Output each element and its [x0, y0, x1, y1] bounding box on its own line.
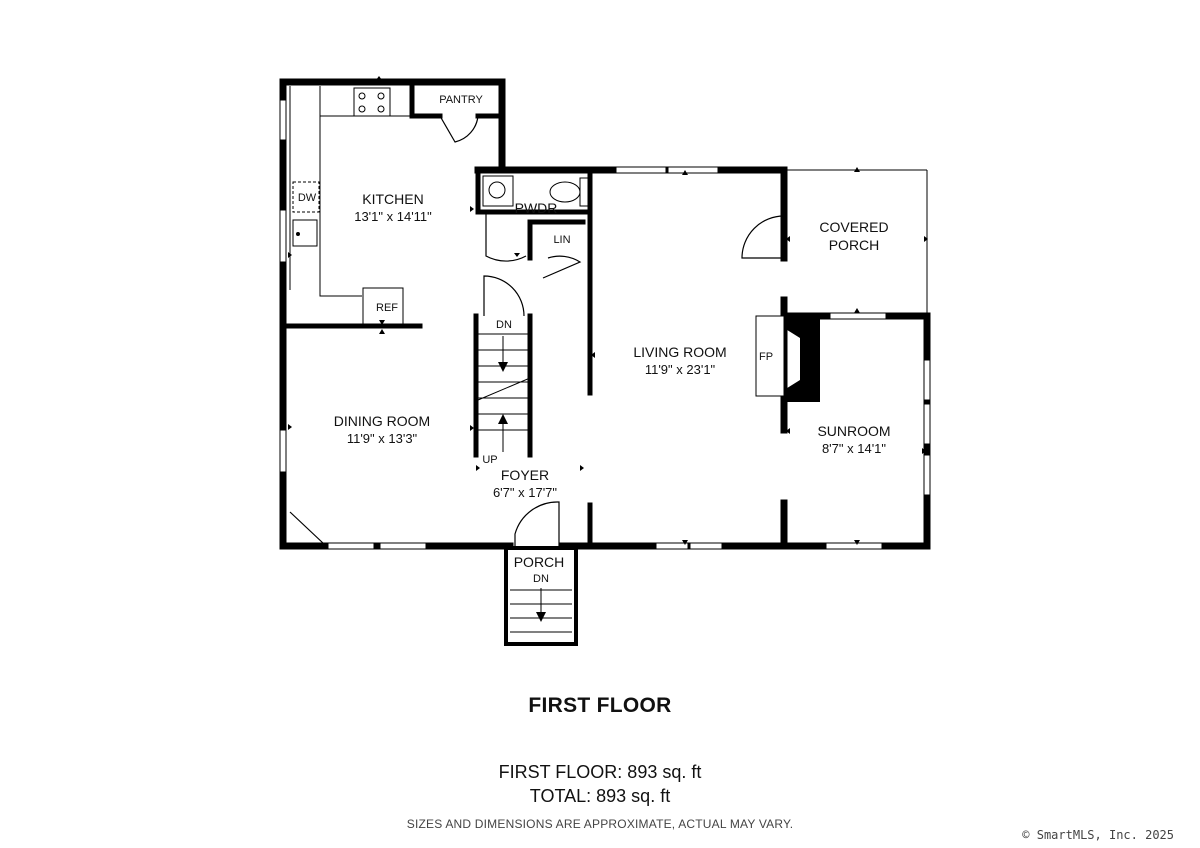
porch-stairs-down-label: DN: [533, 573, 549, 585]
linen-label: LIN: [553, 234, 570, 246]
powder-fixtures: [482, 175, 589, 207]
kitchen-label: KITCHEN: [362, 191, 423, 207]
covered-porch-label-line1: COVERED: [819, 219, 888, 235]
dishwasher-icon: [292, 181, 320, 213]
stairs-up-label: UP: [482, 454, 497, 466]
pantry-label: PANTRY: [439, 94, 483, 106]
powder-label: PWDR: [515, 200, 558, 216]
stairs-down-label: DN: [496, 319, 512, 331]
stairs-up-arrow-icon: [498, 414, 508, 424]
porch-down-arrow-icon: [536, 612, 546, 622]
sunroom-dims: 8'7" x 14'1": [822, 441, 886, 456]
dishwasher-label: DW: [298, 192, 317, 204]
sunroom-label: SUNROOM: [817, 423, 890, 439]
doors: [289, 115, 785, 546]
windows: [279, 99, 931, 550]
fireplace-label: FP: [759, 351, 773, 363]
foyer-dims: 6'7" x 17'7": [493, 485, 557, 500]
foyer-label: FOYER: [501, 467, 549, 483]
total-area: TOTAL: 893 sq. ft: [529, 786, 671, 806]
refrigerator-label: REF: [376, 302, 398, 314]
refrigerator-icon: [362, 287, 404, 325]
dining-room-label: DINING ROOM: [334, 413, 430, 429]
kitchen-dims: 13'1" x 14'11": [354, 209, 432, 224]
floor-area: FIRST FLOOR: 893 sq. ft: [498, 762, 702, 782]
porch-label: PORCH: [514, 554, 565, 570]
copyright-notice: © SmartMLS, Inc. 2025: [1022, 828, 1174, 842]
floor-title: FIRST FLOOR: [528, 694, 672, 717]
interior-stairs: [477, 333, 531, 452]
fireplace-icon: [755, 315, 820, 402]
dimension-ticks: [288, 76, 928, 545]
covered-porch-label-line2: PORCH: [829, 237, 880, 253]
sink-icon: [292, 219, 318, 247]
dining-room-dims: 11'9" x 13'3": [347, 431, 418, 446]
range-icon: [353, 87, 391, 117]
stairs-down-arrow-icon: [498, 362, 508, 372]
interior-walls: [280, 79, 593, 544]
living-room-dims: 11'9" x 23'1": [645, 362, 716, 377]
disclaimer: SIZES AND DIMENSIONS ARE APPROXIMATE, AC…: [406, 817, 794, 831]
living-room-label: LIVING ROOM: [633, 344, 726, 360]
